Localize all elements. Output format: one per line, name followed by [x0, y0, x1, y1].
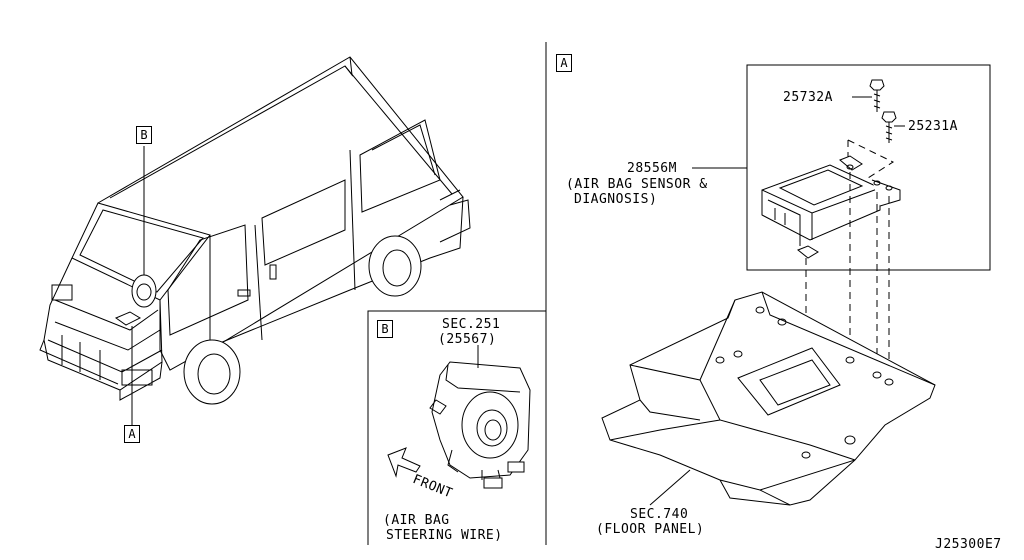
floor-panel-illustration — [601, 291, 936, 506]
panel-b-tag: B — [377, 320, 393, 338]
view-a-callout: A — [124, 425, 140, 443]
floor-description: (FLOOR PANEL) — [596, 522, 705, 537]
panel-b-frame — [367, 310, 546, 545]
bolt-25231a-label: 25231A — [908, 119, 958, 134]
steering-sec-label: SEC.251 — [442, 317, 501, 332]
sensor-illustration — [692, 79, 905, 259]
van-illustration — [39, 56, 471, 425]
diagram-code: J25300E7 — [935, 537, 1002, 552]
sensor-part-number: 28556M — [627, 161, 677, 176]
steering-description-line2: STEERING WIRE) — [386, 528, 503, 543]
bolt-25732a-label: 25732A — [783, 90, 833, 105]
steering-wire-illustration — [387, 345, 531, 489]
floor-sec-label: SEC.740 — [630, 507, 689, 522]
sensor-description-line2: DIAGNOSIS) — [574, 192, 658, 207]
view-b-callout: B — [136, 126, 152, 144]
sensor-description-line1: (AIR BAG SENSOR & — [566, 177, 708, 192]
steering-description-line1: (AIR BAG — [383, 513, 450, 528]
panel-a-tag: A — [556, 54, 572, 72]
front-arrow — [387, 447, 421, 478]
steering-part-label: (25567) — [438, 332, 497, 347]
